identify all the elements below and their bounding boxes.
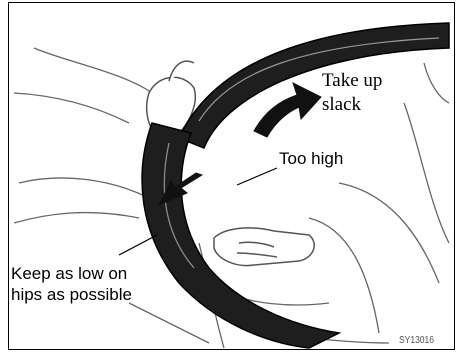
too-high-label: Too high [279,148,343,169]
pointer-line-icon [237,168,277,185]
curved-arrow-icon [254,83,321,137]
pointer-line-icon [119,235,157,255]
shoulder-belt [179,23,449,148]
keep-low-label: Keep as low on hips as possible [11,263,132,306]
seatbelt-illustration-frame: Take up slack Too high Keep as low on hi… [8,2,455,350]
lower-hand [214,228,314,266]
take-up-slack-label: Take up slack [322,69,382,117]
figure-code: SY13016 [399,335,434,348]
